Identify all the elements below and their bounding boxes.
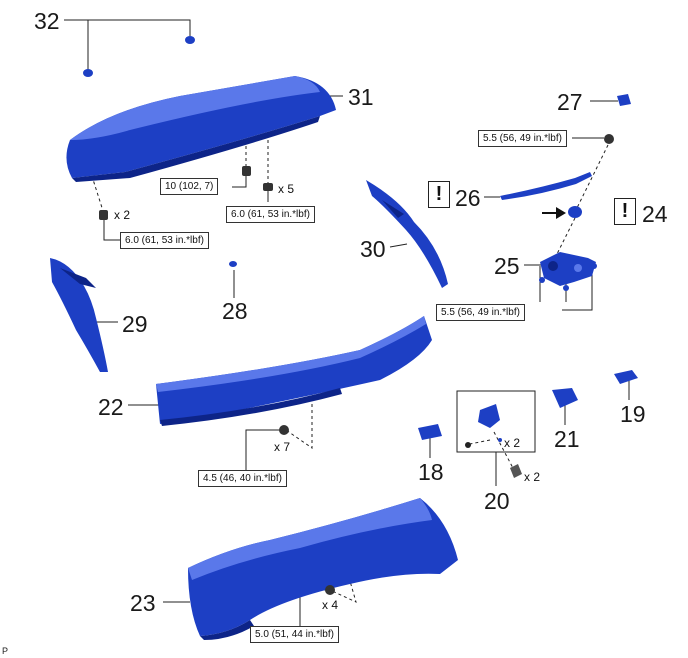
part-21	[552, 388, 578, 408]
callout-22: 22	[98, 394, 124, 420]
quantity-garnish-screw: x 7	[274, 440, 291, 454]
callout-20: 20	[484, 488, 510, 514]
caution-mark-24: !	[614, 198, 636, 225]
dashed-assembly-lines	[89, 140, 609, 603]
back-door-garnish-upper	[156, 316, 432, 426]
callout-30: 30	[360, 236, 386, 262]
part-18	[418, 424, 442, 440]
part-20-inset	[456, 390, 536, 478]
back-door-garnish-lower	[188, 498, 458, 640]
torque-spoiler-nut: 10 (102, 7)	[160, 178, 219, 195]
callout-25: 25	[494, 253, 520, 279]
pillar-garnish-right	[366, 180, 448, 288]
clip	[229, 261, 237, 267]
arrow-icon	[542, 207, 566, 219]
torque-spoiler-screw-left: 6.0 (61, 53 in.*lbf)	[120, 232, 209, 249]
spoiler-cap-left	[83, 69, 93, 77]
caution-mark-26: !	[428, 181, 450, 208]
torque-spoiler-screw-right: 6.0 (61, 53 in.*lbf)	[226, 206, 315, 223]
torque-wiper-arm-nut: 5.5 (56, 49 in.*lbf)	[478, 130, 567, 147]
rear-spoiler	[66, 76, 336, 182]
torque-garnish-lower: 5.0 (51, 44 in.*lbf)	[250, 626, 339, 643]
spoiler-cap-right	[185, 36, 195, 44]
wiper-pivot-cap	[568, 206, 582, 218]
callout-31: 31	[348, 84, 374, 110]
quantity-spoiler-screw-left: x 2	[114, 208, 131, 222]
callout-19: 19	[620, 401, 646, 427]
torque-garnish-upper: 4.5 (46, 40 in.*lbf)	[198, 470, 287, 487]
callout-26: 26	[455, 185, 481, 211]
wiper-arm-nut	[604, 134, 614, 144]
callout-28: 28	[222, 298, 248, 324]
torque-wiper-motor: 5.5 (56, 49 in.*lbf)	[436, 304, 525, 321]
callout-29: 29	[122, 311, 148, 337]
callout-18: 18	[418, 459, 444, 485]
quantity-inset-clip: x 2	[504, 436, 521, 450]
quantity-inset-screw: x 2	[524, 470, 541, 484]
pillar-garnish-left	[50, 258, 108, 372]
rear-wiper-motor	[539, 252, 597, 291]
rear-wiper-arm	[500, 172, 592, 200]
spoiler-fasteners	[99, 166, 273, 220]
part-19	[614, 370, 638, 384]
callout-27: 27	[557, 89, 583, 115]
callout-32: 32	[34, 8, 60, 34]
quantity-lower-garnish-screw: x 4	[322, 598, 339, 612]
callout-21: 21	[554, 426, 580, 452]
footer-code: P	[2, 646, 9, 656]
quantity-spoiler-screw-right: x 5	[278, 182, 295, 196]
lower-garnish-screw	[325, 585, 335, 595]
callout-23: 23	[130, 590, 156, 616]
callout-24: 24	[642, 201, 668, 227]
garnish-screw	[279, 425, 289, 435]
wiper-arm-cap	[617, 94, 631, 106]
